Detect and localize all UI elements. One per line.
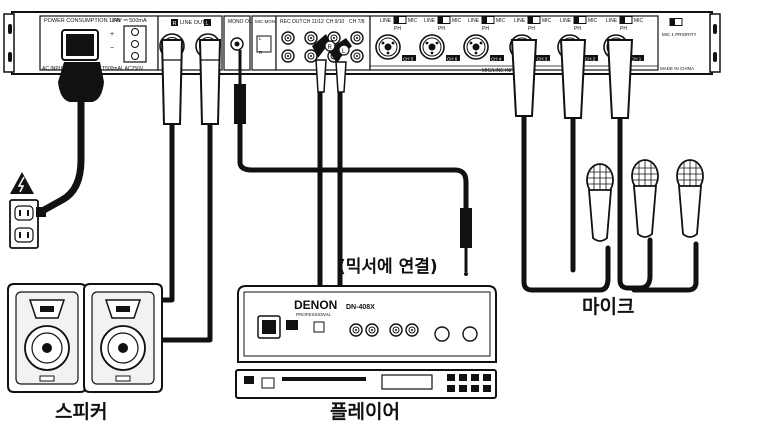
ch4-line-label: LINE xyxy=(468,18,480,24)
ch3-mic-label: MIC xyxy=(542,18,552,24)
mono-out-plug xyxy=(234,50,246,124)
mic1-priority-label: MIC 1 PRIORITY xyxy=(662,32,697,37)
player-model: DN-408X xyxy=(346,304,375,311)
player-rear-panel: DENON PROFESSIONAL DN-408X xyxy=(237,285,497,363)
minus-label: − xyxy=(110,45,114,52)
power-outlet-icon xyxy=(9,199,46,249)
ch3-label: CH 3 xyxy=(537,57,548,62)
made-in-label: MADE IN CHINA xyxy=(660,66,694,71)
rec-out-label: REC OUT xyxy=(280,19,303,25)
ch3-ph-label: PH xyxy=(528,26,535,32)
line-out-label: LINE OUT xyxy=(180,20,206,26)
player-brand: DENON xyxy=(294,298,337,312)
ch2-label: CH 2 xyxy=(585,57,596,62)
ch5-combo-jack xyxy=(375,34,401,60)
ch5-ph-label: PH xyxy=(394,26,401,32)
svg-text:L: L xyxy=(342,49,346,55)
ch3-line-label: LINE xyxy=(514,18,526,24)
ch4-mic-label: MIC xyxy=(496,18,506,24)
player-label: 플레이어 xyxy=(330,401,400,423)
speaker-label: 스피커 xyxy=(55,401,108,423)
ch6-mic-label: MIC xyxy=(452,18,462,24)
svg-text:R: R xyxy=(328,45,333,51)
ch4-ph-label: PH xyxy=(482,26,489,32)
ch5-mic-label: MIC xyxy=(408,18,418,24)
mixer-connect-label: (믹서에 연결) xyxy=(338,257,438,277)
microphone-2 xyxy=(631,159,659,238)
ch4-combo-jack xyxy=(463,34,489,60)
line-out-l-label: L xyxy=(206,21,209,27)
ch6-line-label: LINE xyxy=(424,18,436,24)
player-front-panel xyxy=(235,369,497,399)
ch1-ph-label: PH xyxy=(620,26,627,32)
ch2-line-label: LINE xyxy=(560,18,572,24)
power-plug xyxy=(58,62,104,102)
ch6-label: CH 6 xyxy=(447,57,458,62)
mono-out-label: MONO OUT xyxy=(228,19,256,25)
microphone-1 xyxy=(586,163,614,242)
speaker-left xyxy=(7,283,87,393)
warning-triangle-icon xyxy=(10,172,34,194)
ch1-mic-label: MIC xyxy=(634,18,644,24)
ch1-line-label: LINE xyxy=(606,18,618,24)
ch5-label: CH 5 xyxy=(403,57,414,62)
dc-rating-label: 24V ⎓ 500mA xyxy=(112,18,147,24)
mic-monitor-label: MIC MONITOR xyxy=(255,19,286,24)
plus-label: + xyxy=(110,31,114,38)
line-out-r-plug xyxy=(160,39,184,125)
ch1-label: CH 1 xyxy=(631,57,642,62)
ch5-line-label: LINE xyxy=(380,18,392,24)
ch-9-10-label: CH 9/10 xyxy=(326,19,345,25)
rca-plugs: R L xyxy=(312,34,352,93)
microphone-label: 마이크 xyxy=(582,296,635,318)
line-out-l-plug xyxy=(198,39,222,125)
ch4-label: CH 4 xyxy=(491,57,502,62)
ch6-ph-label: PH xyxy=(438,26,445,32)
ac-input-label: AC INPUT xyxy=(42,66,65,72)
quarter-inch-plug xyxy=(460,208,472,276)
ch2-ph-label: PH xyxy=(574,26,581,32)
ch-7-8-label: CH 7/8 xyxy=(349,19,365,25)
power-consumption-label: POWER CONSUMPTION 18W xyxy=(44,18,121,24)
player-sub-brand: PROFESSIONAL xyxy=(296,312,332,317)
ch6-combo-jack xyxy=(419,34,445,60)
speaker-right xyxy=(83,283,163,393)
ch2-mic-label: MIC xyxy=(588,18,598,24)
svg-text:L: L xyxy=(259,36,262,41)
cables xyxy=(40,89,699,343)
svg-text:R: R xyxy=(259,50,263,55)
fuse-label: FUSE: T500mAL AC250V xyxy=(86,66,144,72)
ch-11-12-label: CH 11/12 xyxy=(303,19,324,25)
microphone-3 xyxy=(676,159,704,238)
mic-input-plugs xyxy=(510,39,634,119)
line-out-r-label: R xyxy=(173,21,177,27)
mic-line-input-label: MIC/LINE INPUT xyxy=(482,68,520,74)
